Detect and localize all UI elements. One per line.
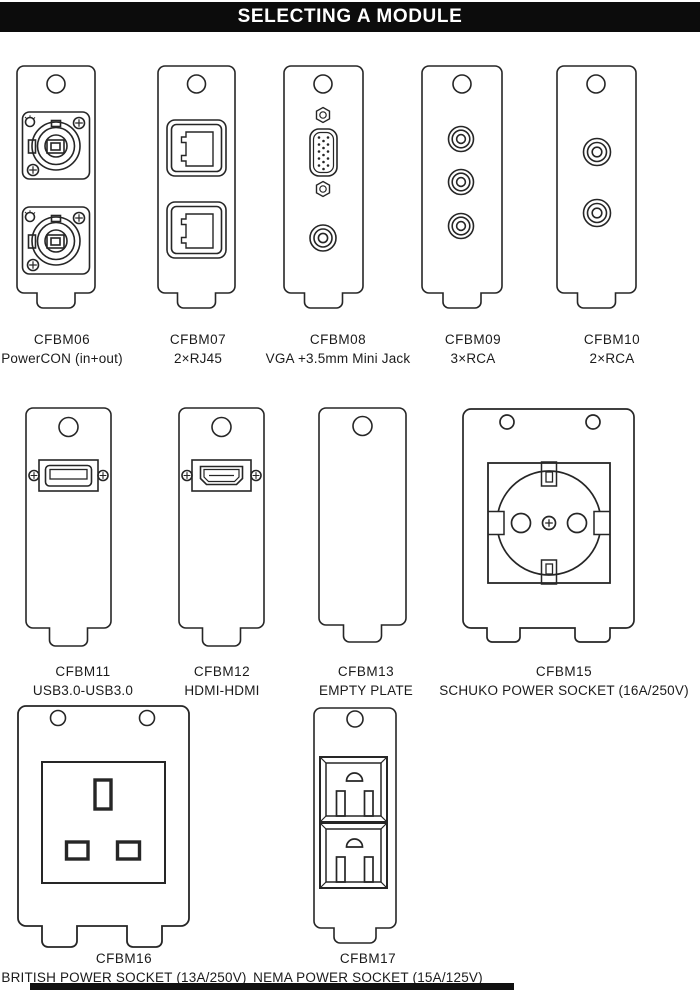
module-cfbm12 (178, 407, 265, 648)
schuko-module-figure (462, 408, 635, 643)
hdmi-module-figure (178, 407, 265, 647)
module-label-cfbm15: CFBM15 SCHUKO POWER SOCKET (16A/250V) (424, 664, 700, 699)
vga-module-figure (283, 65, 364, 309)
module-code: CFBM10 (583, 332, 641, 347)
rca3-module-figure (421, 65, 503, 309)
module-code: CFBM15 (535, 664, 593, 679)
british-socket-figure (17, 705, 190, 948)
module-code: CFBM09 (444, 332, 502, 347)
module-desc: USB3.0-USB3.0 (32, 683, 134, 698)
module-desc: PowerCON (in+out) (1, 351, 123, 366)
module-desc: EMPTY PLATE (319, 683, 413, 698)
module-desc: 3×RCA (450, 351, 496, 366)
page-title: SELECTING A MODULE (237, 6, 463, 27)
module-desc: 2×RCA (589, 351, 635, 366)
nema-socket-figure (313, 707, 397, 944)
module-code: CFBM17 (339, 951, 397, 966)
module-cfbm09 (421, 65, 503, 310)
module-label-cfbm11: CFBM11 USB3.0-USB3.0 (0, 664, 223, 699)
module-label-cfbm12: CFBM12 HDMI-HDMI (82, 664, 362, 699)
module-label-cfbm09: CFBM09 3×RCA (333, 332, 613, 367)
module-desc: HDMI-HDMI (184, 683, 260, 698)
module-cfbm10 (556, 65, 637, 310)
module-code: CFBM11 (55, 664, 111, 679)
module-cfbm06 (16, 65, 96, 310)
usb-module-figure (25, 407, 112, 647)
module-code: CFBM08 (309, 332, 367, 347)
module-desc: VGA +3.5mm Mini Jack (265, 351, 411, 366)
module-desc: NEMA POWER SOCKET (15A/125V) (253, 970, 483, 985)
module-label-cfbm08: CFBM08 VGA +3.5mm Mini Jack (198, 332, 478, 367)
module-code: CFBM07 (169, 332, 227, 347)
module-cfbm16 (17, 705, 190, 949)
module-label-cfbm13: CFBM13 EMPTY PLATE (226, 664, 506, 699)
module-label-cfbm10: CFBM10 2×RCA (472, 332, 700, 367)
module-cfbm08 (283, 65, 364, 310)
module-label-cfbm16: CFBM16 BRITISH POWER SOCKET (13A/250V) (0, 951, 264, 986)
powercon-module-figure (16, 65, 96, 309)
empty-plate-figure (318, 407, 407, 643)
module-cfbm17 (313, 707, 397, 945)
module-label-cfbm06: CFBM06 PowerCON (in+out) (0, 332, 202, 367)
next-section-bar (30, 983, 514, 990)
module-cfbm13 (318, 407, 407, 644)
module-code: CFBM06 (33, 332, 91, 347)
module-cfbm11 (25, 407, 112, 648)
rca2-module-figure (556, 65, 637, 309)
rj45-module-figure (157, 65, 236, 309)
module-label-cfbm17: CFBM17 NEMA POWER SOCKET (15A/125V) (228, 951, 508, 986)
module-cfbm07 (157, 65, 236, 310)
module-code: CFBM12 (193, 664, 251, 679)
module-code: CFBM16 (95, 951, 153, 966)
module-desc: 2×RJ45 (173, 351, 223, 366)
module-cfbm15 (462, 408, 635, 644)
module-code: CFBM13 (337, 664, 395, 679)
module-label-cfbm07: CFBM07 2×RJ45 (58, 332, 338, 367)
section-title-bar: SELECTING A MODULE (0, 2, 700, 32)
module-desc: BRITISH POWER SOCKET (13A/250V) (1, 970, 247, 985)
module-desc: SCHUKO POWER SOCKET (16A/250V) (439, 683, 689, 698)
